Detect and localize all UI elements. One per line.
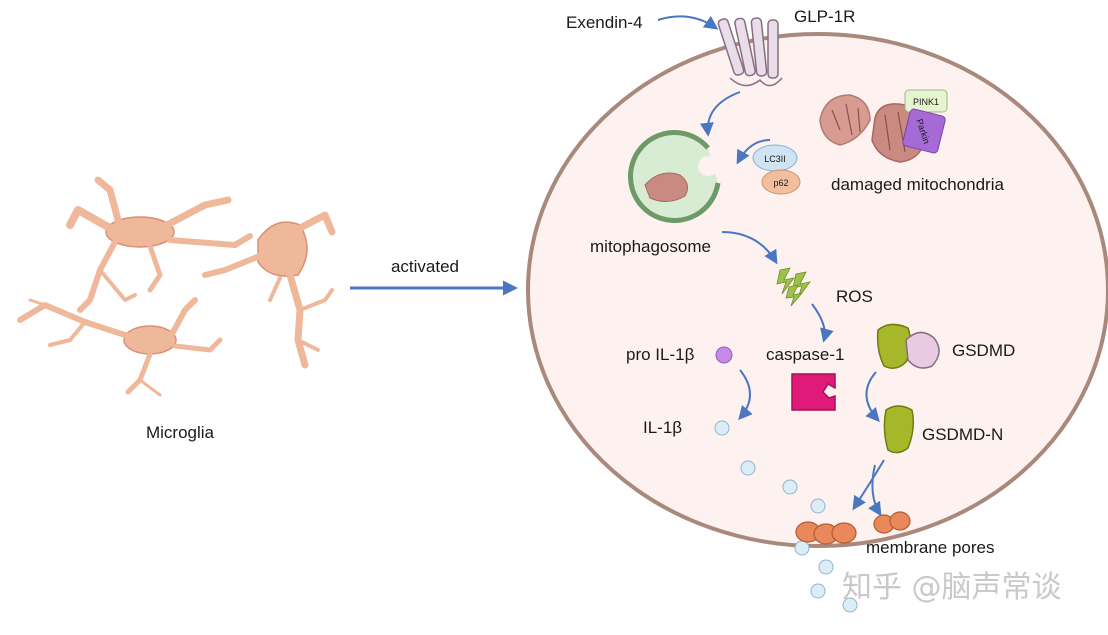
lc3ii-label: LC3II <box>764 154 786 164</box>
exendin-arrow <box>657 15 719 30</box>
gsdmd-label: GSDMD <box>952 341 1015 360</box>
microglia-cell-1 <box>66 176 253 313</box>
glp1r-label: GLP-1R <box>794 7 855 26</box>
pink1-label: PINK1 <box>913 97 939 107</box>
membrane-pores <box>795 511 911 545</box>
pro-il1b-label: pro IL-1β <box>626 345 695 364</box>
ros-label: ROS <box>836 287 873 306</box>
microglia-illustration <box>17 176 336 397</box>
lc3ii-protein: LC3II <box>752 144 798 172</box>
il1b-particles <box>714 420 858 613</box>
parkin-protein: Parkin <box>902 108 946 154</box>
gsdmd-protein <box>876 323 940 369</box>
watermark: 知乎 @脑声常谈 <box>842 570 1062 605</box>
mitophagosome <box>628 130 721 223</box>
gsdmd-cleavage-arrow <box>865 371 880 423</box>
p62-label: p62 <box>773 178 788 188</box>
pro-il1b-to-il1b-arrow <box>738 369 753 421</box>
cell-membrane <box>526 32 1108 548</box>
microglia-cell-2 <box>202 211 336 369</box>
exendin-label: Exendin-4 <box>566 13 643 32</box>
p62-protein: p62 <box>761 169 801 195</box>
caspase1-enzyme <box>791 373 836 411</box>
mitophagosome-to-ros-arrow <box>721 231 778 265</box>
pro-il1b-particle <box>715 346 733 364</box>
ros-to-caspase-arrow <box>811 303 834 343</box>
pink1-protein: PINK1 <box>904 89 948 113</box>
ros-icon <box>776 267 811 307</box>
damaged-mitochondria-label: damaged mitochondria <box>831 175 1004 194</box>
membrane-pores-label: membrane pores <box>866 538 995 557</box>
caspase1-label: caspase-1 <box>766 345 844 364</box>
activated-label: activated <box>391 257 459 276</box>
gsdmd-n-to-pore-arrow-2 <box>868 464 882 517</box>
mitophagosome-label: mitophagosome <box>590 237 711 256</box>
microglia-label: Microglia <box>146 423 215 442</box>
glp1r-receptor <box>717 17 783 87</box>
gsdmd-n-label: GSDMD-N <box>922 425 1003 444</box>
il1b-label: IL-1β <box>643 418 682 437</box>
gsdmd-n-fragment <box>883 405 915 454</box>
microglia-cell-3 <box>17 297 223 397</box>
lc3-to-mitophagosome-arrow <box>736 139 771 165</box>
gsdmd-n-to-pore-arrow <box>852 459 885 511</box>
receptor-to-mitophagosome-arrow <box>699 91 741 137</box>
